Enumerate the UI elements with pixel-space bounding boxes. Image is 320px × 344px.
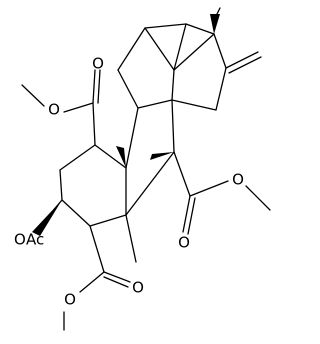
substituent-left [32, 199, 63, 236]
ester-bottom-ether-oxygen: O [64, 291, 76, 309]
ester-right-ether-oxygen: O [232, 171, 244, 189]
ester-bottom-carbonyl-oxygen: O [132, 279, 144, 297]
substituent-acyl-label: Ac [26, 231, 44, 249]
structure-canvas: O O O O O O O Ac [14, 7, 271, 331]
substituent-oxygen-label: O [14, 231, 26, 249]
methyl-ester-right [173, 151, 271, 235]
structure-drawing: O O O O O O O Ac [14, 7, 271, 331]
methyl-ester-bottom [63, 225, 131, 331]
methyl-ester-top-left [21, 69, 101, 146]
ring-skeleton [59, 23, 262, 263]
stereo-hydrogen-top [210, 7, 221, 34]
ester-left-carbonyl-oxygen: O [92, 55, 104, 73]
stereo-hydrogen-c5 [150, 152, 174, 160]
stereo-hydrogen-ring-junction [116, 146, 126, 168]
ester-right-carbonyl-oxygen: O [178, 234, 190, 252]
ester-left-ether-oxygen: O [48, 101, 60, 119]
